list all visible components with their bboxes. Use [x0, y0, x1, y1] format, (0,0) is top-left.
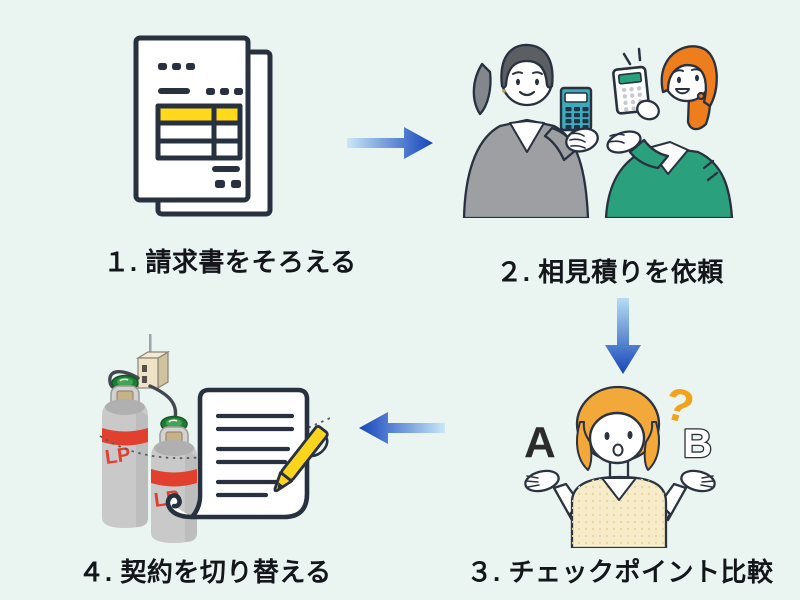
- emphasis-marks: [622, 47, 642, 66]
- lp-gas-cylinders-and-contract-icon: LP LP: [99, 334, 331, 543]
- arrow-left-icon: [359, 412, 445, 444]
- arrow-down-icon: [605, 298, 641, 374]
- step-2-label: ２. 相見積りを依頼: [496, 257, 724, 287]
- step-3-label: ３. チェックポイント比較: [466, 557, 774, 587]
- businesswoman-gray-suit: [462, 43, 599, 218]
- document-lines: [215, 413, 295, 498]
- contract-document: [165, 387, 329, 520]
- earring: [502, 89, 506, 93]
- gas-regulator-box: [135, 350, 171, 390]
- arrow-right-icon: [347, 127, 433, 159]
- invoice-stack-icon: [133, 35, 273, 217]
- yellow-pen-icon: [273, 425, 329, 493]
- choice-letter-b: B: [683, 422, 712, 466]
- woman-green-jacket: [604, 45, 734, 218]
- lp-label: LP: [104, 444, 132, 469]
- step-1-label: １. 請求書をそろえる: [103, 247, 357, 277]
- invoice-table-header: [155, 103, 243, 126]
- ponytail-hair: [472, 62, 492, 116]
- shrugging-woman-choosing-icon: A B ?: [524, 380, 716, 548]
- choice-letter-a: A: [524, 418, 556, 467]
- lp-gas-cylinder: LP: [151, 415, 197, 543]
- orange-bob-hair: [660, 45, 718, 108]
- earring: [696, 91, 706, 101]
- teal-calculator-icon: [559, 86, 593, 132]
- gray-hair: [500, 43, 554, 89]
- step-4-label: ４. 契約を切り替える: [78, 557, 332, 587]
- lp-gas-cylinder: LP: [102, 374, 148, 528]
- two-women-with-calculators-icon: [462, 43, 734, 218]
- invoice-text-marks: [158, 63, 243, 188]
